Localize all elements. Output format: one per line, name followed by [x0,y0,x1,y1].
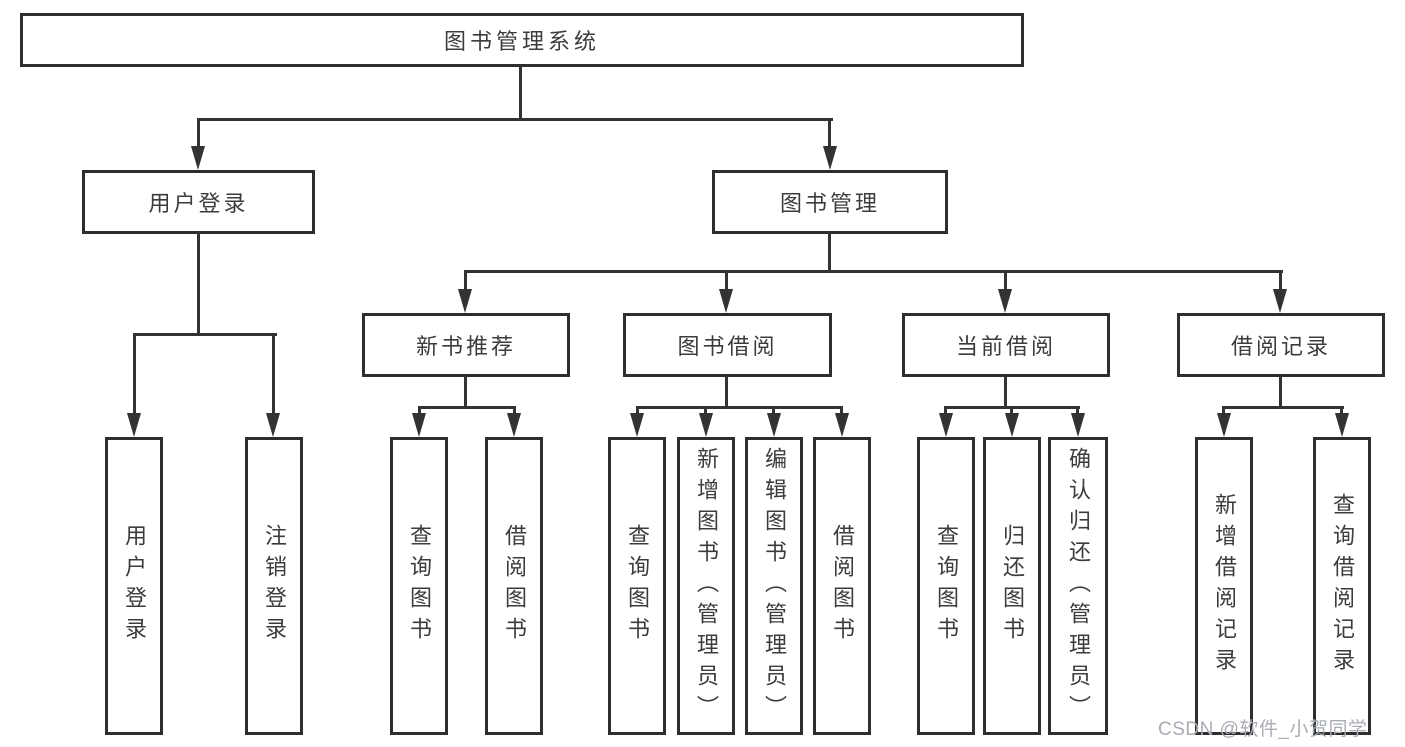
node-root: 图书管理系统 [20,13,1024,67]
arrow-down-icon [412,413,426,437]
connector-drop [1340,406,1343,415]
connector-drop [1222,406,1225,415]
leaf-add-borrow-record: 新增借阅记录 [1195,437,1253,735]
connector-drop [418,406,421,415]
arrow-down-icon [1217,413,1231,437]
node-label: 图书借阅 [677,334,778,359]
connector-drop [840,406,843,415]
arrow-down-icon [1273,289,1287,313]
connector-stem [464,377,467,408]
connector-drop [272,333,275,415]
node-user-login-branch: 用户登录 [82,170,315,234]
node-label: 用户登录 [148,191,249,216]
connector-level1-bus [197,118,833,121]
arrow-down-icon [630,413,644,437]
connector-bus [636,406,843,409]
leaf-label: 注销登录 [262,524,287,648]
node-label: 借阅记录 [1230,334,1331,359]
arrow-down-icon [835,413,849,437]
connector-user-login-bus [133,333,277,336]
node-book-management: 图书管理 [712,170,948,234]
connector-drop [725,270,728,292]
arrow-down-icon [507,413,521,437]
connector-drop [133,333,136,415]
connector-bus [1223,406,1344,409]
arrow-down-icon [266,413,280,437]
node-book-borrow: 图书借阅 [623,313,832,377]
connector-stem [1279,377,1282,408]
node-new-book-recommend: 新书推荐 [362,313,570,377]
leaf-label: 新增借阅记录 [1212,493,1237,679]
arrow-down-icon [191,146,205,170]
connector-level3-bus [465,270,1283,273]
arrow-down-icon [719,289,733,313]
arrow-down-icon [939,413,953,437]
connector-drop [464,270,467,292]
connector-drop [704,406,707,415]
connector-drop-user-login [197,118,200,150]
leaf-label: 借阅图书 [830,524,855,648]
csdn-watermark: CSDN @软件_小贺同学 [1158,719,1368,740]
connector-stem [1004,377,1007,408]
node-borrow-records: 借阅记录 [1177,313,1385,377]
connector-drop [944,406,947,415]
leaf-edit-book-admin: 编辑图书（管理员） [745,437,803,735]
connector-user-login-stem [197,232,200,336]
leaf-query-books-borrow: 查询图书 [608,437,666,735]
leaf-label: 查询借阅记录 [1330,493,1355,679]
node-current-borrow: 当前借阅 [902,313,1110,377]
leaf-label: 查询图书 [625,524,650,648]
leaf-label: 查询图书 [934,524,959,648]
leaf-borrow-books-recommend: 借阅图书 [485,437,543,735]
arrow-down-icon [1335,413,1349,437]
connector-stem [725,377,728,408]
leaf-label: 用户登录 [122,524,147,648]
leaf-logout: 注销登录 [245,437,303,735]
connector-drop [1004,270,1007,292]
leaf-query-borrow-record: 查询借阅记录 [1313,437,1371,735]
node-label: 新书推荐 [415,334,516,359]
leaf-borrow-books: 借阅图书 [813,437,871,735]
leaf-label: 新增图书（管理员） [694,446,719,726]
connector-bus [418,406,516,409]
arrow-down-icon [1071,413,1085,437]
arrow-down-icon [1005,413,1019,437]
leaf-confirm-return-admin: 确认归还（管理员） [1048,437,1108,735]
leaf-query-books-current: 查询图书 [917,437,975,735]
connector-drop [1279,270,1282,292]
leaf-user-login: 用户登录 [105,437,163,735]
leaf-return-book: 归还图书 [983,437,1041,735]
connector-drop [772,406,775,415]
arrow-down-icon [767,413,781,437]
node-root-label: 图书管理系统 [443,29,600,54]
connector-drop [636,406,639,415]
leaf-label: 编辑图书（管理员） [762,446,787,726]
arrow-down-icon [823,146,837,170]
connector-drop-book-management [828,118,831,150]
leaf-label: 借阅图书 [502,524,527,648]
leaf-label: 查询图书 [407,524,432,648]
arrow-down-icon [127,413,141,437]
leaf-label: 归还图书 [1000,524,1025,648]
leaf-query-books-recommend: 查询图书 [390,437,448,735]
arrow-down-icon [699,413,713,437]
connector-drop [1076,406,1079,415]
connector-drop [1010,406,1013,415]
connector-root-stem [519,66,522,120]
leaf-label: 确认归还（管理员） [1066,446,1091,726]
leaf-add-book-admin: 新增图书（管理员） [677,437,735,735]
connector-book-management-stem [828,232,831,273]
arrow-down-icon [998,289,1012,313]
connector-drop [513,406,516,415]
node-label: 图书管理 [779,191,880,216]
arrow-down-icon [458,289,472,313]
node-label: 当前借阅 [955,334,1056,359]
